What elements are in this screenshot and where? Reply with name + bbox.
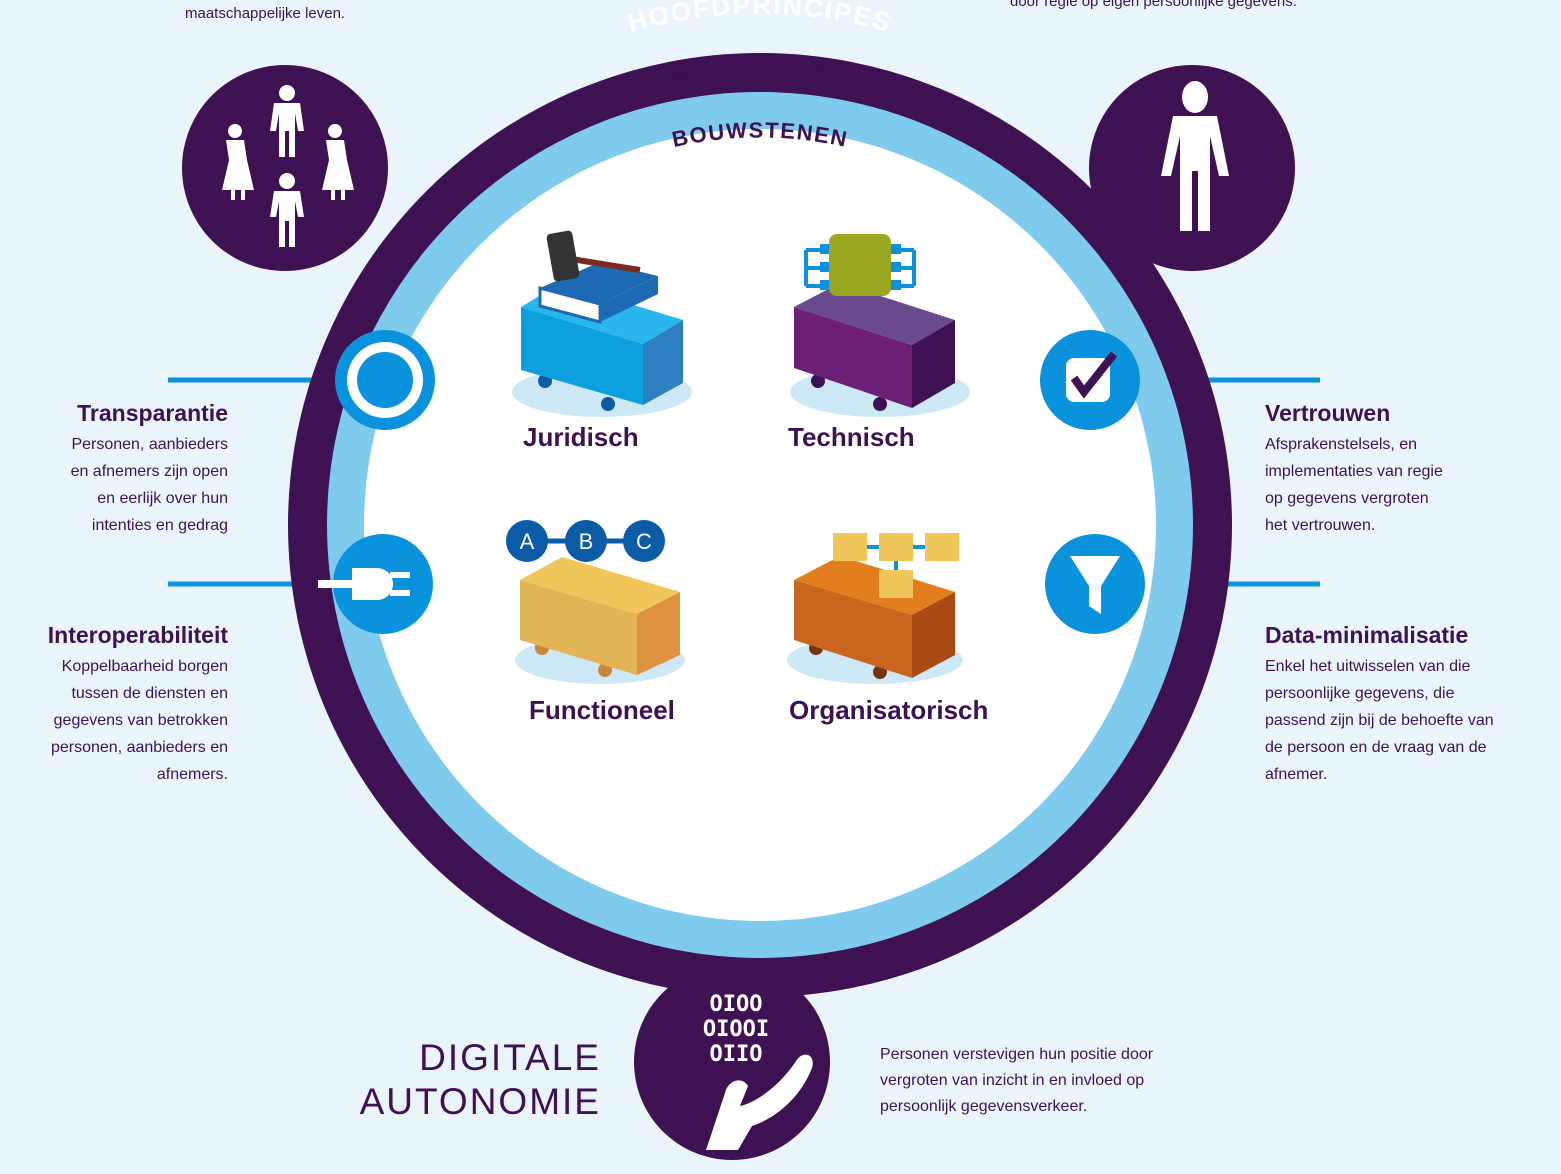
juridisch-block xyxy=(512,230,692,417)
abc-b-label: B xyxy=(579,529,594,554)
funnel-icon xyxy=(1045,534,1145,634)
principle-title: Data-minimalisatie xyxy=(1265,622,1469,648)
top-right-text: door regie op eigen persoonlijke gegeven… xyxy=(1010,0,1297,10)
principle-line: gegevens van betrokken xyxy=(53,712,228,729)
technisch-block xyxy=(790,234,970,417)
digital-autonomy-line: persoonlijk gegevensverkeer. xyxy=(880,1098,1088,1115)
principle-interoperabiliteit: Interoperabiliteit Koppelbaarheid borgen… xyxy=(0,622,228,788)
plug-icon xyxy=(318,534,433,634)
abc-icon: A B C xyxy=(506,520,665,562)
principle-title: Transparantie xyxy=(77,400,228,426)
principle-line: afnemer. xyxy=(1265,766,1328,783)
principle-title: Interoperabiliteit xyxy=(47,622,228,648)
abc-a-label: A xyxy=(520,529,535,554)
checkbox-icon xyxy=(1040,330,1140,430)
people-group-icon xyxy=(222,85,354,247)
principle-title: Vertrouwen xyxy=(1265,400,1391,426)
principle-line: de persoon en de vraag van de xyxy=(1265,739,1487,756)
principle-vertrouwen: Vertrouwen Afsprakenstelsels, en impleme… xyxy=(1265,400,1555,539)
digital-autonomy-circle xyxy=(634,964,830,1160)
digital-autonomy-title-line: AUTONOMIE xyxy=(359,1081,601,1122)
block-label-technisch: Technisch xyxy=(788,422,915,452)
principle-line: Afsprakenstelsels, en xyxy=(1265,436,1418,453)
principle-line: Personen, aanbieders xyxy=(71,436,228,453)
principle-line: Enkel het uitwisselen van die xyxy=(1265,658,1471,675)
functioneel-block xyxy=(515,557,685,684)
principle-line: passend zijn bij de behoefte van xyxy=(1265,712,1494,729)
binary-text: OIOO OIOOI OIIO xyxy=(703,992,769,1067)
principle-line: Koppelbaarheid borgen xyxy=(61,658,228,675)
principle-line: personen, aanbieders en xyxy=(50,739,228,756)
principle-line: afnemers. xyxy=(156,766,228,783)
transparency-icon xyxy=(335,330,435,430)
digital-autonomy-title-line: DIGITALE xyxy=(419,1037,601,1078)
abc-c-label: C xyxy=(636,529,652,554)
digital-autonomy-line: vergroten van inzicht in en invloed op xyxy=(880,1072,1145,1089)
person-icon xyxy=(1161,81,1229,231)
block-label-juridisch: Juridisch xyxy=(523,422,639,452)
svg-text:OIOOI: OIOOI xyxy=(703,1017,769,1042)
principle-line: persoonlijke gegevens, die xyxy=(1265,685,1455,702)
principle-line: en afnemers zijn open xyxy=(70,463,228,480)
principle-transparantie: Transparantie Personen, aanbieders en af… xyxy=(0,400,228,539)
people-group-circle xyxy=(182,65,388,271)
svg-text:OIOO: OIOO xyxy=(710,992,763,1017)
principle-line: tussen de diensten en xyxy=(71,685,228,702)
digital-autonomy-title: DIGITALE AUTONOMIE xyxy=(301,1036,601,1124)
principle-line: intenties en gedrag xyxy=(91,517,228,534)
inner-disc xyxy=(364,129,1156,921)
digital-autonomy-line: Personen verstevigen hun positie door xyxy=(880,1046,1154,1063)
svg-text:OIIO: OIIO xyxy=(710,1042,763,1067)
top-left-text: maatschappelijke leven. xyxy=(185,5,346,22)
principle-line: implementaties van regie xyxy=(1265,463,1443,480)
principle-line: en eerlijk over hun xyxy=(97,490,228,507)
ring-label-hoofdprincipes: HOOFDPRINCIPES xyxy=(624,0,895,38)
block-label-functioneel: Functioneel xyxy=(529,695,675,725)
hand-icon xyxy=(706,1054,813,1150)
principle-line: het vertrouwen. xyxy=(1265,517,1376,534)
principle-line: op gegevens vergroten xyxy=(1265,490,1429,507)
digital-autonomy-description: Personen verstevigen hun positie door ve… xyxy=(880,1042,1240,1120)
principle-dataminimalisatie: Data-minimalisatie Enkel het uitwisselen… xyxy=(1265,622,1555,788)
organisatorisch-block xyxy=(787,533,963,684)
block-label-organisatorisch: Organisatorisch xyxy=(789,695,989,725)
